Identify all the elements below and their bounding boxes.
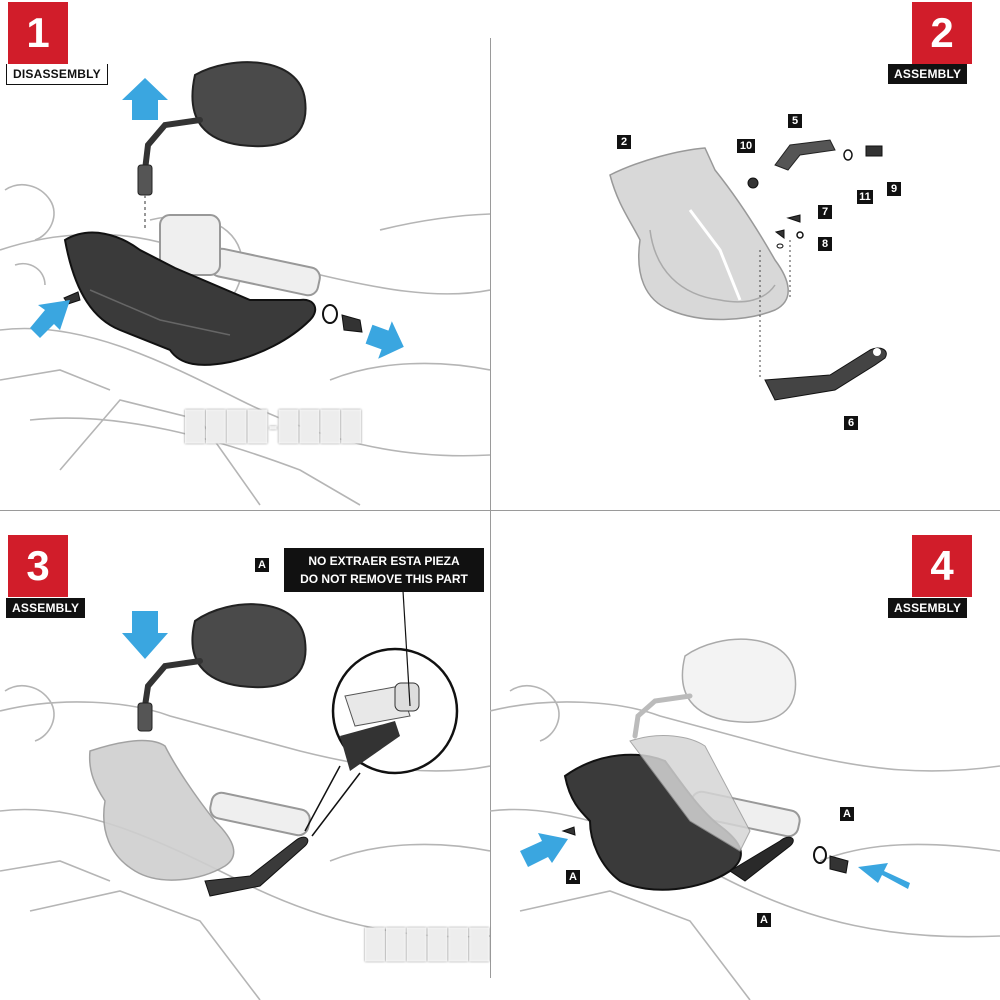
- right-arrow-icon: [520, 833, 568, 867]
- step-3-label: ASSEMBLY: [6, 598, 86, 618]
- part-label-10: 10: [737, 139, 755, 153]
- watermark: ████-████: [185, 410, 363, 441]
- left-arrow-icon: [858, 863, 910, 889]
- panel-1-illustration: [0, 61, 490, 506]
- watermark: ██████: [365, 928, 491, 959]
- horizontal-divider: [0, 510, 1000, 511]
- warning-callout-en: DO NOT REMOVE THIS PART: [300, 572, 468, 586]
- step-1-number: 1: [8, 2, 68, 64]
- bracket-5: [774, 139, 836, 171]
- part-label-9: 9: [887, 182, 901, 196]
- warning-callout: NO EXTRAER ESTA PIEZA DO NOT REMOVE THIS…: [284, 548, 484, 592]
- panel-4-illustration: [490, 638, 1000, 1000]
- marker-a-mirror: A: [255, 558, 269, 572]
- arm-6: [764, 347, 887, 401]
- vertical-divider: [490, 38, 491, 978]
- panel-2-illustration: [609, 139, 887, 401]
- step-2-number: 2: [912, 2, 972, 64]
- part-label-6: 6: [844, 416, 858, 430]
- mirror: [137, 61, 307, 230]
- marker-a-right-bolt: A: [840, 807, 854, 821]
- marker-a-guard: A: [757, 913, 771, 927]
- step-3-number: 3: [8, 535, 68, 597]
- step-4-label: ASSEMBLY: [888, 598, 968, 618]
- up-arrow-icon: [122, 78, 168, 120]
- step-2-label: ASSEMBLY: [888, 64, 968, 84]
- step-1-label: DISASSEMBLY: [6, 64, 108, 85]
- left-arrow-icon: [30, 300, 70, 338]
- step-4-number: 4: [912, 535, 972, 597]
- part-label-7: 7: [818, 205, 832, 219]
- right-arrow-icon: [365, 321, 404, 359]
- part-label-2: 2: [617, 135, 631, 149]
- marker-a-left-bolt: A: [566, 870, 580, 884]
- handguard-dark: [63, 231, 317, 366]
- down-arrow-icon: [122, 611, 168, 659]
- panel-3-illustration: [0, 590, 490, 1000]
- part-label-5: 5: [788, 114, 802, 128]
- part-label-8: 8: [818, 237, 832, 251]
- handguard-transparent: [609, 147, 789, 321]
- part-label-11: 11: [857, 190, 873, 204]
- warning-callout-es: NO EXTRAER ESTA PIEZA: [308, 554, 460, 568]
